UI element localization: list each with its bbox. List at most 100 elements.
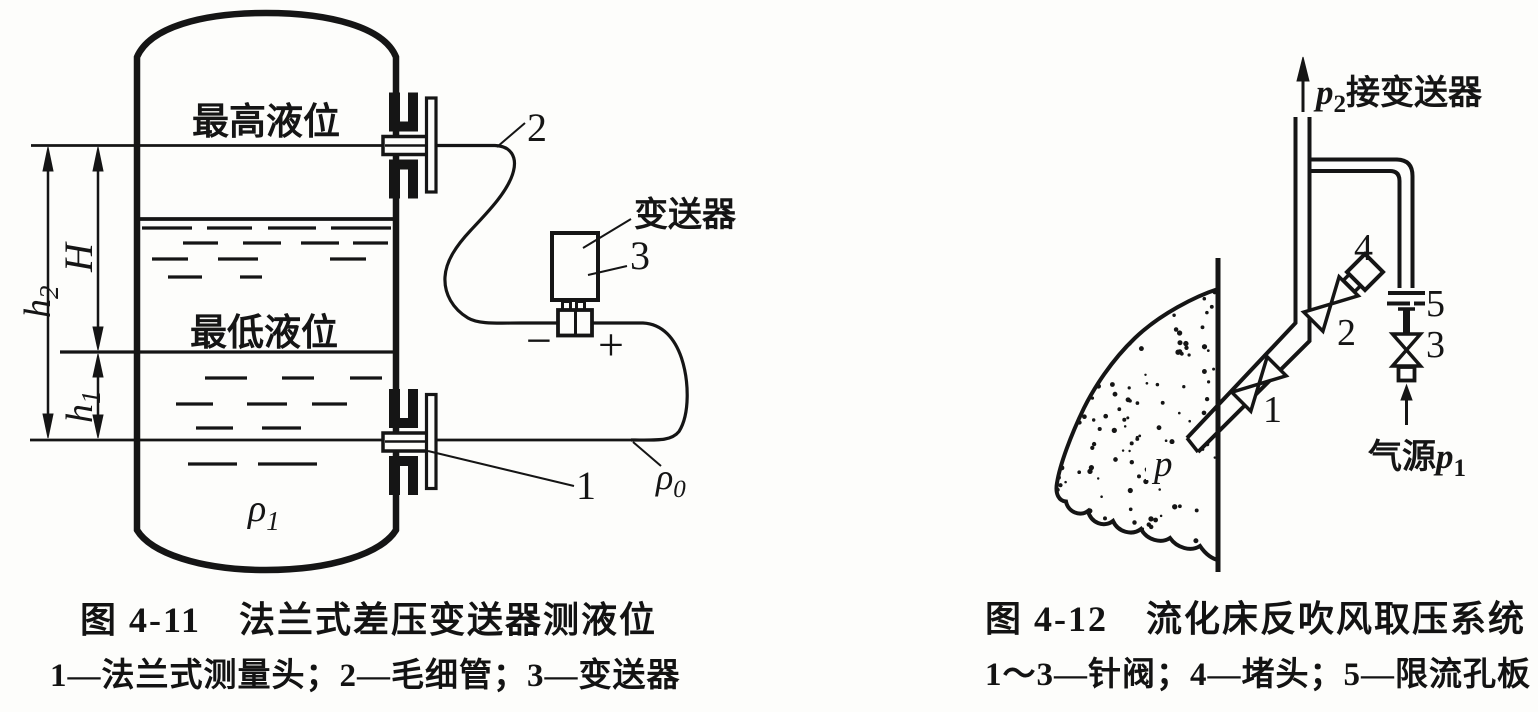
bed-speck [1056,321,1059,327]
callout-4: 4 [1354,227,1373,269]
bed-speck [1138,434,1142,438]
bed-speck [1148,516,1154,522]
bed-speck [1179,295,1182,298]
bed-speck [1111,427,1117,434]
bed-speck [1125,397,1131,403]
transmitter-body [550,231,600,338]
bed-speck [1144,373,1147,377]
label-p2-transmitter: p2接变送器 [1313,73,1483,118]
flange-plate [424,96,438,194]
bed-speck [1184,345,1189,350]
arrowhead [92,326,104,351]
bed-speck [1188,419,1192,423]
bed-speck [1097,545,1101,550]
bed-speck [1096,477,1100,480]
label-rho0: ρ0 [655,457,686,503]
liquid-hatching [142,226,391,466]
bed-speck [1091,332,1096,337]
bed-speck [1097,349,1100,352]
bed-speck [1132,520,1137,525]
flange-bracket [389,159,418,199]
needle-valve-1 [1228,353,1290,415]
impulse-piping [1185,117,1425,454]
bed-speck [1106,354,1111,359]
bed-speck [1056,305,1060,309]
pipe-end-cap [1185,436,1200,454]
bed-speck [1160,400,1165,405]
bed-speck [1128,449,1131,453]
bed-speck [1122,417,1127,422]
arrowhead [42,413,54,439]
bed-speck [1056,379,1062,384]
bed-speck [1082,302,1087,307]
callout-1: 1 [576,463,596,508]
bed-speck [1146,522,1152,527]
bed-speck [1132,322,1138,328]
label-h1: h1 [59,391,106,424]
bed-speck [1091,418,1096,422]
bed-speck [1143,290,1146,294]
bed-speck [1187,292,1191,296]
capillary-tubes [436,143,689,442]
bed-speck [1071,391,1075,395]
bed-speck [1172,298,1176,301]
label-minus-port: − [526,315,552,366]
label-transmitter: 变送器 [634,196,737,234]
bed-speck [1177,411,1181,415]
bed-speck [1085,299,1091,305]
bed-speck [1127,487,1133,494]
bed-speck [1201,369,1207,374]
capillary-lower [592,321,689,442]
bed-speck [1137,474,1141,479]
arrowhead [42,146,54,172]
bed-speck [1087,468,1093,475]
bed-speck [1169,439,1175,445]
branch-outer-wall [1311,157,1415,288]
fig-4-11-caption-legend: 1—法兰式测量头；2—毛细管；3—变送器 [50,658,681,694]
bed-speck [1172,313,1176,318]
leader-lines [427,122,662,487]
bed-speck [1083,361,1090,368]
bed-speck [1155,382,1160,387]
bed-speck [1183,340,1189,347]
gas-inlet-nipple [1396,365,1417,383]
bed-speck [1159,514,1163,518]
bed-speck [1053,311,1056,314]
bed-outline [1054,287,1219,562]
bed-speck [1173,327,1179,332]
label-rho1: ρ1 [247,488,280,536]
bed-speck [1103,516,1107,521]
callout-5: 5 [1426,283,1445,325]
bed-speck [1094,356,1098,360]
riser-right-wall [1196,117,1312,454]
bed-speck [1129,460,1134,465]
bed-speck [1207,380,1211,384]
bed-speck [1079,352,1084,357]
bed-speck [1204,396,1210,402]
bed-speck [1205,310,1209,315]
callout-3: 3 [1426,324,1445,366]
bed-speck [1077,533,1082,538]
bed-speck [1058,483,1063,488]
bed-speck [1058,527,1064,533]
capillary-upper [436,143,558,325]
bed-speck [1200,325,1205,330]
bed-speck [1066,314,1070,319]
bed-speck [1089,319,1094,325]
bed-speck [1100,495,1103,498]
plug-diamond [1344,251,1386,293]
flow-arrows [1296,56,1413,425]
label-max-level: 最高液位 [192,101,340,143]
leader-2 [496,122,526,148]
p2-arrowhead [1296,56,1310,82]
dimension-arrows [42,146,104,439]
bed-speck [1172,504,1178,510]
bed-speck [1177,340,1183,346]
bed-speck [1112,292,1117,297]
bed-speck [1153,517,1158,523]
bed-speck [1091,441,1097,447]
bed-speck [1158,488,1161,491]
bed-speck [1175,349,1181,355]
bed-speck [1077,470,1082,475]
